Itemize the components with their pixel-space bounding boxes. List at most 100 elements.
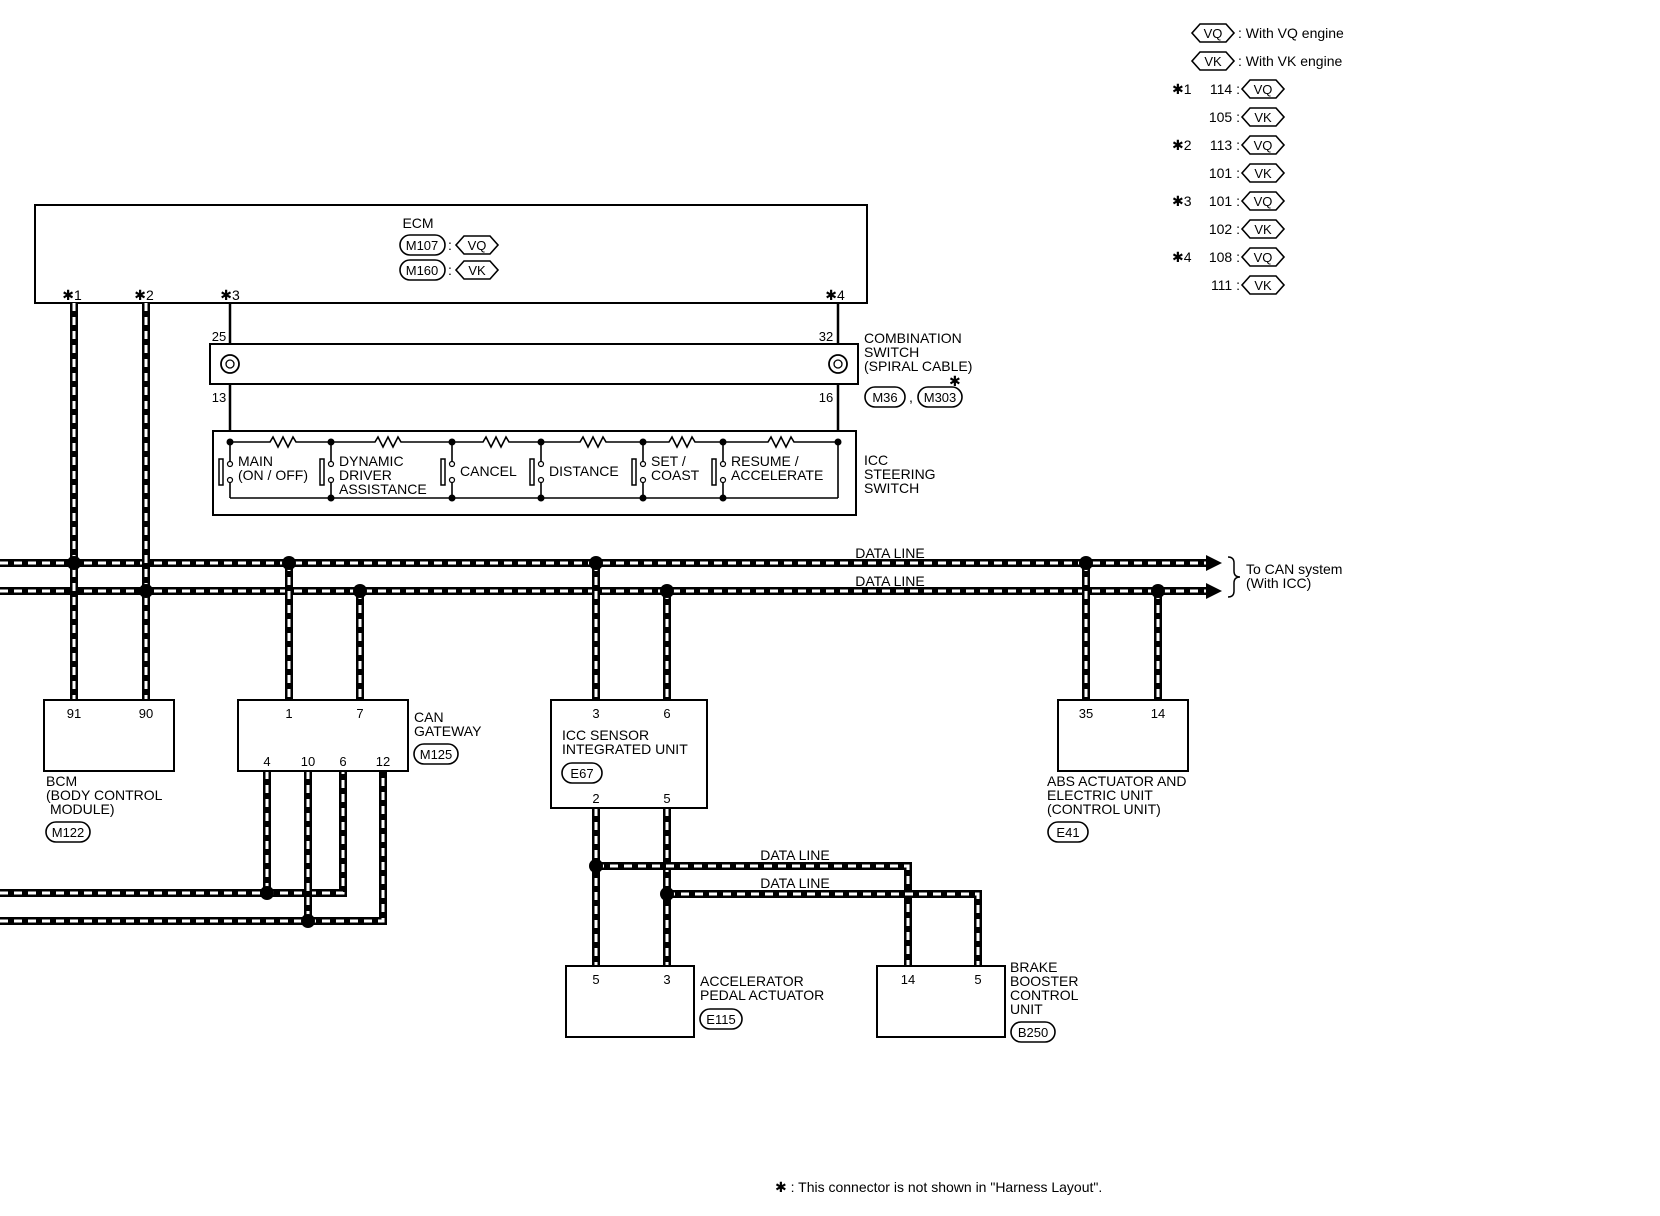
engine-legend: VQ : With VQ engine VK : With VK engine bbox=[1190, 23, 1344, 71]
combination-switch-label-2: SWITCH bbox=[864, 344, 919, 360]
vq-tag-text: VQ bbox=[1204, 26, 1223, 41]
ecm-terminal-1: ✱1 bbox=[62, 287, 82, 303]
harness-wires: DATA LINE DATA LINE bbox=[0, 303, 1162, 966]
note-tag bbox=[1240, 135, 1286, 155]
btn-cancel: CANCEL bbox=[460, 463, 517, 479]
brake-pin-5: 5 bbox=[974, 972, 981, 987]
footnote: ✱ : This connector is not shown in "Harn… bbox=[775, 1179, 1102, 1195]
ecm-title: ECM bbox=[402, 215, 433, 231]
junction-dot bbox=[660, 584, 674, 598]
ecm-connector-1-id: M107 bbox=[406, 238, 439, 253]
junction-dot bbox=[639, 494, 647, 502]
junction-dot bbox=[226, 438, 234, 446]
icc-sensor-connector: E67 bbox=[570, 766, 593, 781]
ecm-box bbox=[34, 204, 868, 304]
junction-dot bbox=[1079, 556, 1093, 570]
abs-connector: E41 bbox=[1056, 825, 1079, 840]
connector-m303: M303 bbox=[924, 390, 957, 405]
colon: : bbox=[448, 237, 452, 253]
data-line-label-1: DATA LINE bbox=[855, 545, 925, 561]
ecm-vk-tag bbox=[454, 260, 500, 280]
switch-actuator bbox=[711, 458, 717, 486]
brake-connector-tag bbox=[1010, 1021, 1056, 1043]
note-pin: 102 : bbox=[1209, 221, 1240, 237]
accel-pin-3: 3 bbox=[663, 972, 670, 987]
bcm-pin-90: 90 bbox=[139, 706, 153, 721]
ecm-terminal-2: ✱2 bbox=[134, 287, 154, 303]
spiral-contact-right bbox=[828, 354, 848, 374]
to-can-2: (With ICC) bbox=[1246, 575, 1311, 591]
junction-dot bbox=[301, 914, 315, 928]
junction-dot bbox=[282, 556, 296, 570]
can-brace bbox=[1227, 556, 1241, 598]
note-pin: 111 : bbox=[1211, 277, 1240, 293]
switch-contact bbox=[719, 460, 727, 468]
junction-dot bbox=[660, 887, 674, 901]
note-code: VK bbox=[1254, 166, 1272, 181]
btn-main-1: MAIN bbox=[238, 453, 273, 469]
spiral-cable-box bbox=[209, 343, 859, 385]
spiral-contact-left bbox=[220, 354, 240, 374]
ecm-vq-tag bbox=[454, 235, 500, 255]
data-line-label-3: DATA LINE bbox=[760, 847, 830, 863]
abs-label-2: ELECTRIC UNIT bbox=[1047, 787, 1153, 803]
accel-pin-5: 5 bbox=[592, 972, 599, 987]
switch-contact bbox=[448, 476, 456, 484]
note-code: VQ bbox=[1254, 250, 1273, 265]
harness-wire-dash bbox=[0, 771, 345, 895]
gw-pin-4: 4 bbox=[263, 754, 270, 769]
harness-wire bbox=[596, 862, 912, 966]
harness-wire-dash bbox=[667, 892, 980, 966]
note-code: VK bbox=[1254, 278, 1272, 293]
abs-pin-14: 14 bbox=[1151, 706, 1165, 721]
note-mark-2: ✱2 bbox=[1172, 137, 1192, 153]
ecm-block: ECM M107 : VQ M160 : VK ✱1 ✱2 ✱3 ✱4 bbox=[34, 204, 868, 304]
switch-actuator bbox=[440, 458, 446, 486]
to-can-1: To CAN system bbox=[1246, 561, 1342, 577]
can-gateway-box bbox=[237, 699, 409, 772]
junction-dot bbox=[448, 438, 456, 446]
icc-pin-2: 2 bbox=[592, 791, 599, 806]
ecm-connector-2-id: M160 bbox=[406, 263, 439, 278]
ecm-terminal-3: ✱3 bbox=[220, 287, 240, 303]
icc-switch-label-1: ICC bbox=[864, 452, 888, 468]
junction-dot bbox=[260, 886, 274, 900]
icc-sensor-box bbox=[550, 699, 708, 809]
can-low-arrow bbox=[1206, 583, 1222, 599]
btn-distance: DISTANCE bbox=[549, 463, 619, 479]
comma: , bbox=[909, 389, 913, 405]
gw-pin-7: 7 bbox=[356, 706, 363, 721]
switch-actuator bbox=[529, 458, 535, 486]
ecm-connector-2 bbox=[399, 259, 446, 281]
data-line-label-4: DATA LINE bbox=[760, 875, 830, 891]
note-mark-3: ✱3 bbox=[1172, 193, 1192, 209]
accel-label-2: PEDAL ACTUATOR bbox=[700, 987, 824, 1003]
accel-connector: E115 bbox=[706, 1012, 735, 1027]
gw-label-2: GATEWAY bbox=[414, 723, 482, 739]
junction-dot bbox=[537, 438, 545, 446]
note-tag bbox=[1240, 247, 1286, 267]
can-high-arrow bbox=[1206, 555, 1222, 571]
switch-contact bbox=[719, 476, 727, 484]
switch-contact bbox=[639, 476, 647, 484]
icc-pin-5: 5 bbox=[663, 791, 670, 806]
brake-label-4: UNIT bbox=[1010, 1001, 1043, 1017]
brake-connector: B250 bbox=[1018, 1025, 1048, 1040]
accel-block: 5 3 ACCELERATOR PEDAL ACTUATOR E115 bbox=[565, 965, 824, 1038]
brake-box bbox=[876, 965, 1006, 1038]
note-tag bbox=[1240, 219, 1286, 239]
bcm-label-3: MODULE) bbox=[50, 801, 115, 817]
junction-dot bbox=[719, 494, 727, 502]
data-line-label-2: DATA LINE bbox=[855, 573, 925, 589]
note-pin: 101 : bbox=[1209, 193, 1240, 209]
note-pin: 108 : bbox=[1209, 249, 1240, 265]
note-code: VK bbox=[1254, 222, 1272, 237]
icc-steering-switch: MAIN (ON / OFF) DYNAMIC DRIVER ASSISTANC… bbox=[212, 430, 936, 516]
junction-dot bbox=[327, 494, 335, 502]
switch-actuator bbox=[631, 458, 637, 486]
abs-box bbox=[1057, 699, 1189, 772]
pin-32: 32 bbox=[819, 329, 833, 344]
switch-contact bbox=[639, 460, 647, 468]
vk-tag-text: VK bbox=[1204, 54, 1222, 69]
harness-wire-dash bbox=[596, 864, 910, 966]
